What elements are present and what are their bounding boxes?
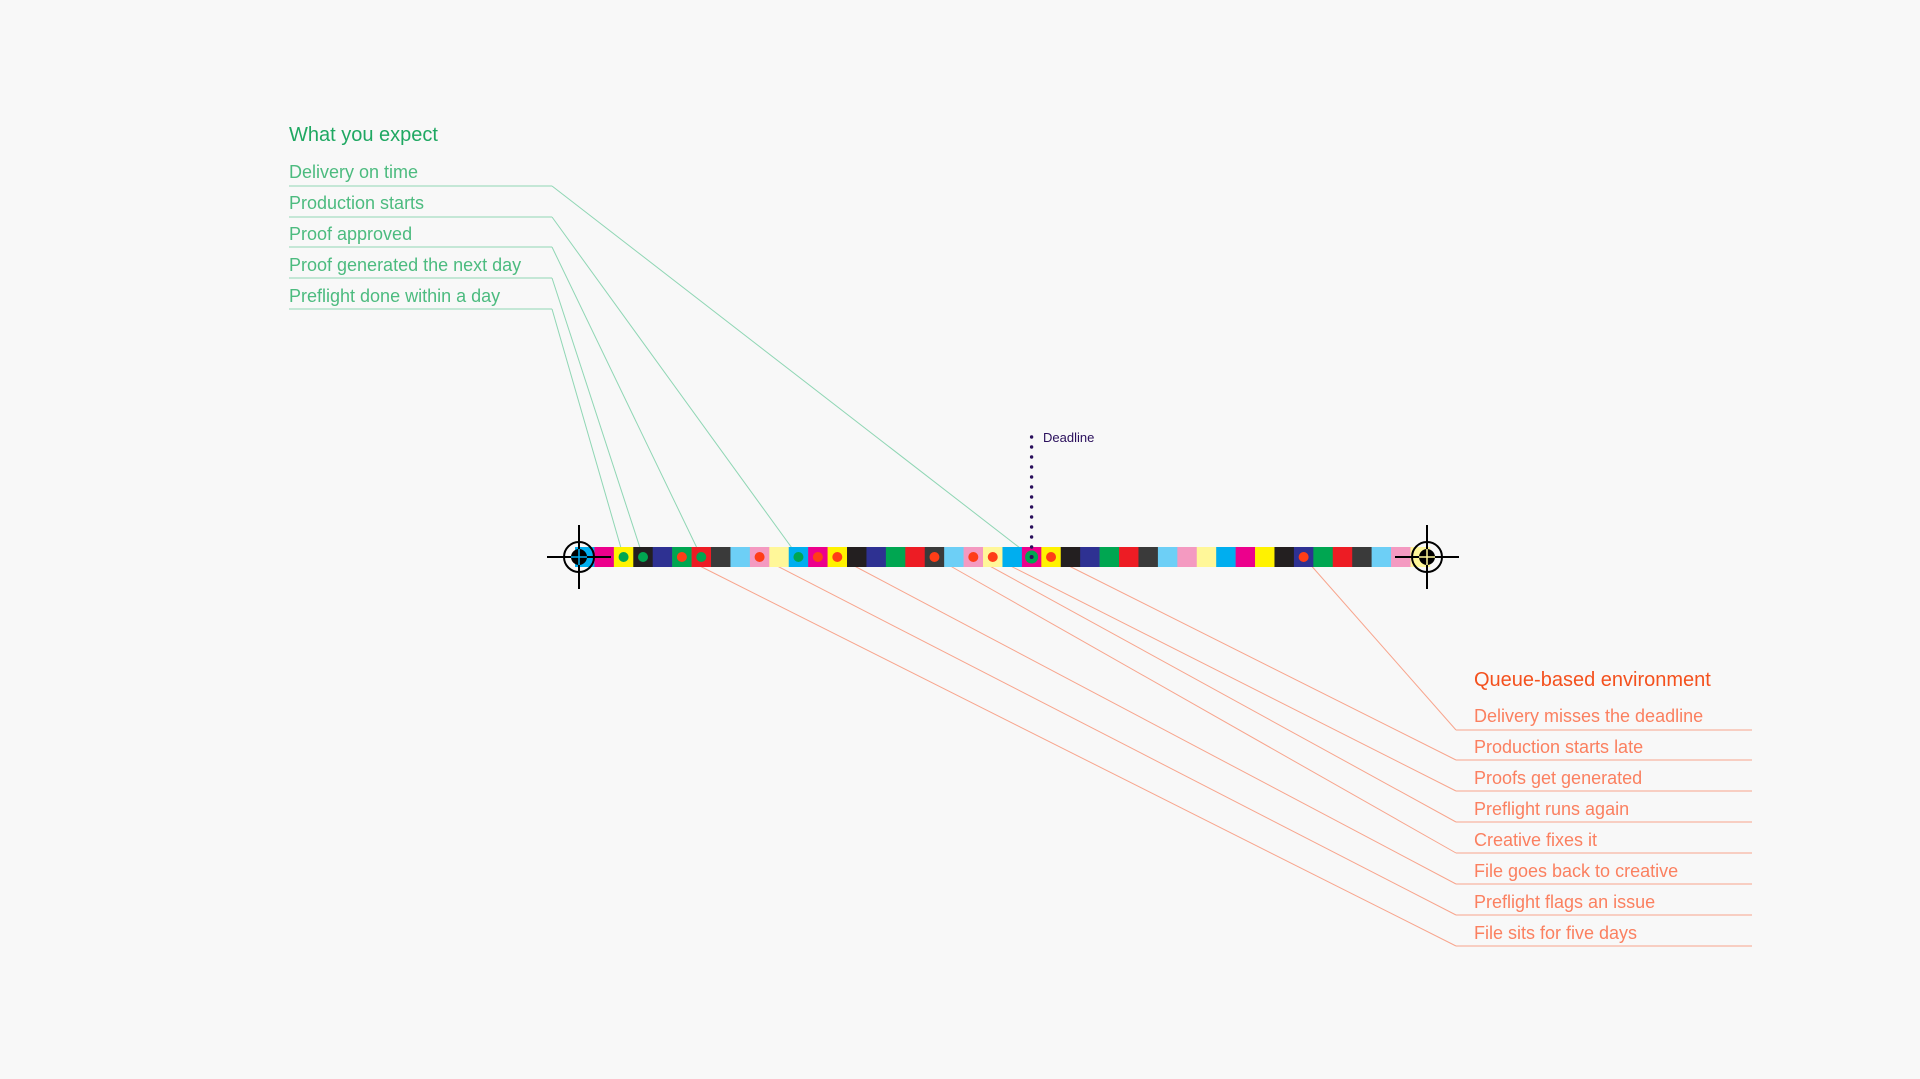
queue-leader-line	[973, 556, 1457, 823]
expected-leader-line	[551, 216, 799, 558]
color-square	[1157, 547, 1178, 567]
color-square	[1060, 547, 1081, 567]
queue-item: Delivery misses the deadline	[1474, 706, 1704, 726]
queue-leader-line	[992, 556, 1457, 792]
deadline-dot	[1029, 435, 1034, 439]
queue-item: Preflight runs again	[1474, 799, 1630, 819]
milestone-dot-red	[1046, 552, 1057, 562]
queue-item: Production starts late	[1474, 737, 1644, 757]
milestone-dot-red	[929, 552, 940, 562]
milestone-dot-red	[754, 552, 765, 562]
color-square	[885, 547, 906, 567]
queue-item: File sits for five days	[1474, 923, 1638, 943]
color-square	[1313, 547, 1334, 567]
milestone-dot-red	[812, 552, 823, 562]
color-square	[905, 547, 926, 567]
expected-leader-line	[551, 246, 702, 558]
color-square	[1235, 547, 1256, 567]
deadline-dot	[1029, 465, 1034, 469]
color-square	[944, 547, 964, 567]
queue-item: Proofs get generated	[1474, 768, 1643, 788]
milestone-dot-red	[968, 552, 979, 562]
deadline-dot	[1029, 515, 1034, 519]
color-square	[1099, 547, 1120, 567]
color-square	[769, 547, 790, 567]
color-square	[1371, 547, 1392, 567]
milestone-dot-green	[696, 552, 707, 562]
deadline-dot	[1029, 475, 1034, 479]
color-square	[1332, 547, 1353, 567]
queue-heading: Queue-based environment	[1474, 669, 1711, 691]
deadline-dot	[1029, 445, 1034, 449]
expected-item: Preflight done within a day	[289, 286, 501, 306]
expected-item: Production starts	[289, 193, 425, 213]
queue-leader-line	[837, 556, 1457, 885]
deadline-dot	[1029, 485, 1034, 489]
milestone-dot-green	[793, 552, 804, 562]
queue-leader-line	[1303, 556, 1457, 731]
queue-item: File goes back to creative	[1474, 861, 1679, 881]
milestone-dot-red	[676, 552, 687, 562]
deadline-dot	[1029, 535, 1034, 539]
deadline-dot	[1029, 455, 1034, 459]
color-square	[1138, 547, 1159, 567]
expected-item: Proof generated the next day	[289, 255, 522, 275]
deadline-dot	[1029, 545, 1034, 549]
color-square	[1177, 547, 1198, 567]
color-square	[652, 547, 673, 567]
color-square	[730, 547, 751, 567]
deadline-dot	[1029, 525, 1034, 529]
color-square	[866, 547, 887, 567]
color-square	[1352, 547, 1372, 567]
milestone-dot-green	[618, 552, 629, 562]
queue-leader-line	[681, 556, 1457, 947]
color-square	[1255, 547, 1275, 567]
expected-leader-line	[551, 277, 644, 558]
deadline-dot	[1029, 505, 1034, 509]
deadline-label: Deadline	[1043, 430, 1095, 445]
expected-leader-line	[551, 308, 625, 558]
queue-leader-line	[934, 556, 1457, 854]
expected-heading: What you expect	[289, 124, 438, 146]
expected-item: Proof approved	[289, 224, 413, 244]
expected-leader-line	[551, 185, 1032, 558]
color-square	[1216, 547, 1236, 567]
color-square	[847, 547, 867, 567]
expected-item: Delivery on time	[289, 162, 419, 182]
queue-leader-line	[759, 556, 1457, 916]
queue-item: Preflight flags an issue	[1474, 892, 1656, 912]
milestone-dot-red	[987, 552, 998, 562]
queue-leader-line	[1050, 556, 1457, 761]
color-square	[711, 547, 731, 567]
queue-item: Creative fixes it	[1474, 830, 1598, 850]
color-square	[1080, 547, 1100, 567]
color-square	[1196, 547, 1217, 567]
color-square	[1002, 547, 1023, 567]
milestone-dot-green	[638, 552, 649, 562]
milestone-dot-red	[832, 552, 843, 562]
milestone-dot-red	[1298, 552, 1309, 562]
color-square	[1274, 547, 1295, 567]
color-square	[1119, 547, 1139, 567]
deadline-marker	[1029, 555, 1034, 559]
deadline-dot	[1029, 495, 1034, 499]
